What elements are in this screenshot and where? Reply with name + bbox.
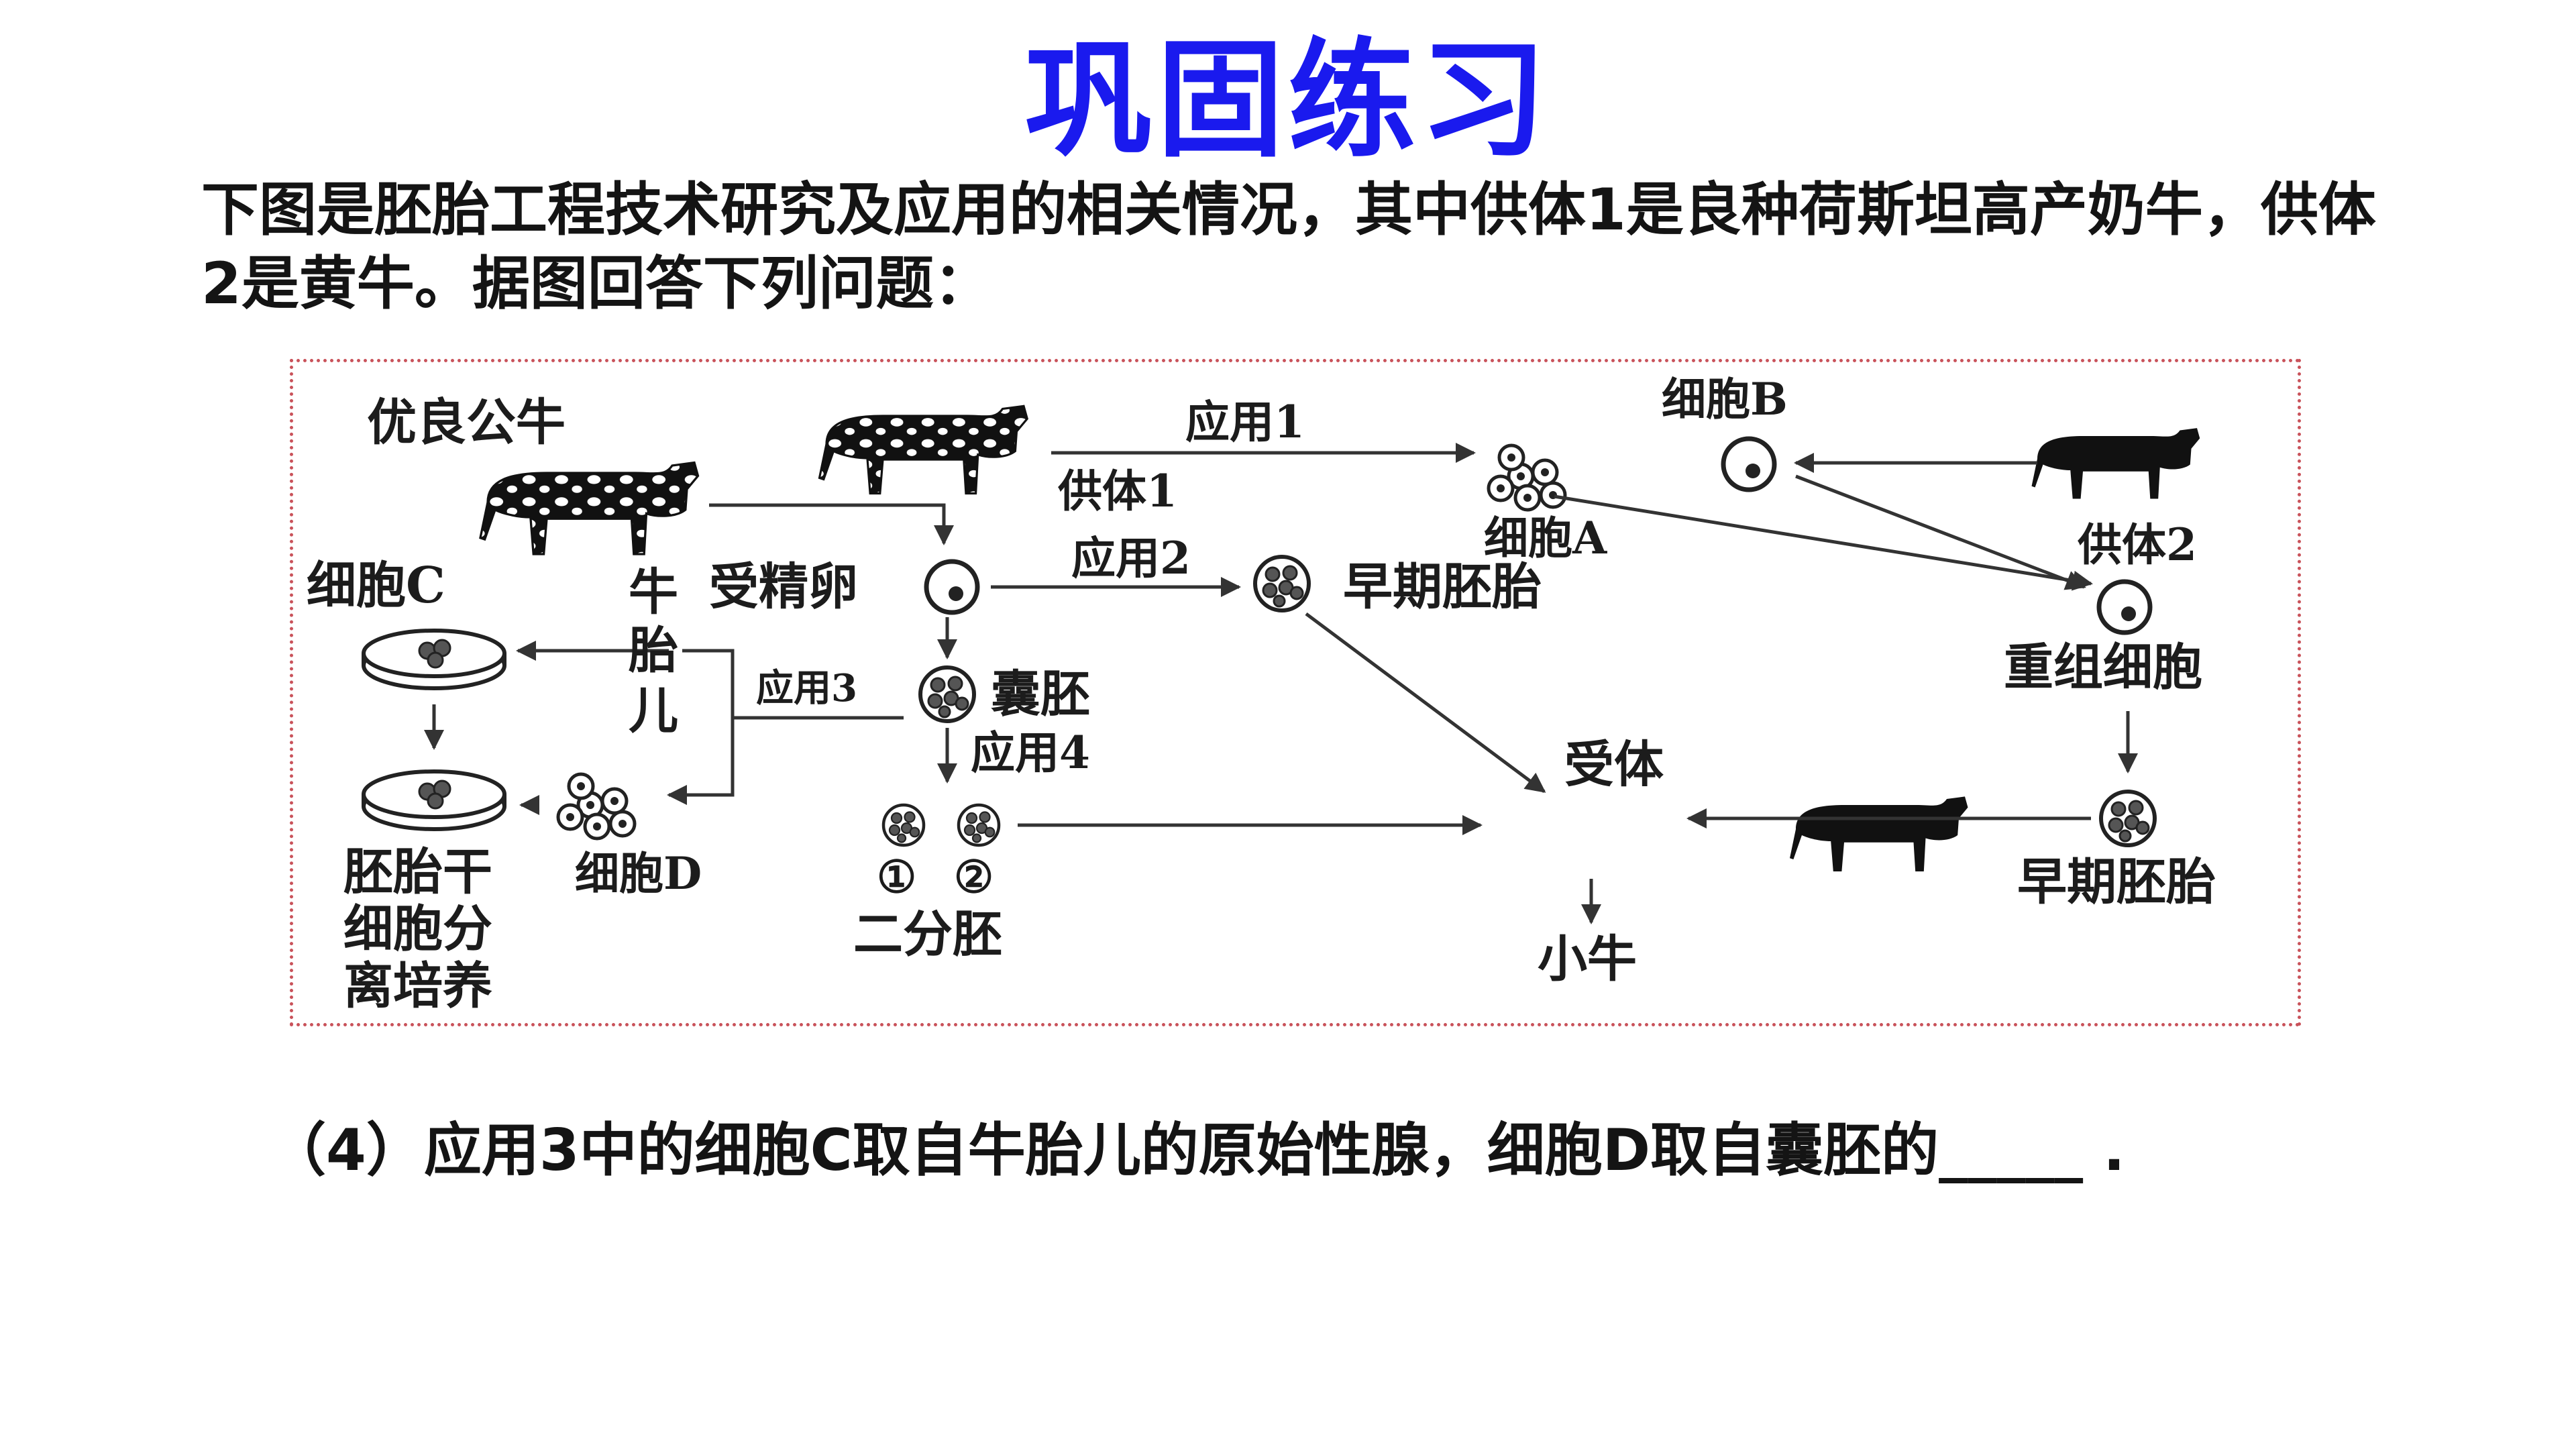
petri-dish-icon: [364, 631, 504, 688]
recombinant-cell-icon: [2099, 582, 2150, 633]
label-two-cell-embryo: 二分胚: [853, 906, 1002, 963]
label-app3: 应用3: [756, 666, 857, 710]
label-recombinant-cell: 重组细胞: [2004, 639, 2202, 696]
label-bull: 优良公牛: [367, 394, 566, 451]
label-embryo-1: ①: [877, 851, 916, 903]
two-cell-embryo-icon: [883, 805, 924, 845]
cell-d-cluster-icon: [558, 774, 635, 839]
label-fertilized-egg: 受精卵: [709, 558, 858, 616]
label-donor2: 供体2: [2078, 519, 2197, 571]
two-cell-embryo-icon: [959, 805, 999, 845]
label-cell-d: 细胞D: [575, 847, 702, 900]
early-embryo-icon: [2101, 792, 2155, 845]
label-blastocyst: 囊胚: [991, 665, 1090, 723]
fertilized-egg-icon: [926, 561, 977, 612]
cell-b-icon: [1723, 439, 1774, 490]
label-embryo-2: ②: [954, 851, 994, 903]
label-stem-cell-culture: 胚胎干: [343, 843, 492, 901]
label-cell-a: 细胞A: [1484, 512, 1607, 564]
cell-a-cluster-icon: [1489, 445, 1565, 510]
label-donor1: 供体1: [1058, 465, 1177, 517]
label-fetus: 胎: [629, 622, 678, 680]
label-stem-cell-culture: 细胞分: [343, 900, 492, 958]
yellow-cattle-icon: [2031, 428, 2200, 499]
page-title: 巩固练习: [1024, 26, 1551, 174]
blastocyst-icon: [920, 667, 974, 721]
early-embryo-icon: [1255, 557, 1309, 610]
label-early-embryo-1: 早期胚胎: [1343, 558, 1542, 616]
dairy-cow-icon: [479, 461, 700, 555]
label-stem-cell-culture: 离培养: [343, 957, 492, 1015]
intro-paragraph: 下图是胚胎工程技术研究及应用的相关情况，其中供体1是良种荷斯坦高产奶牛，供体2是…: [201, 176, 2376, 317]
label-calf: 小牛: [1538, 930, 1637, 988]
label-fetus: 牛: [629, 564, 678, 621]
question-text: （4）应用3中的细胞C取自牛胎儿的原始性腺，细胞D取自囊胚的_____ .: [268, 1117, 2125, 1184]
label-fetus: 儿: [629, 682, 678, 740]
flow-arrows: [424, 443, 2138, 924]
dairy-cow-icon: [818, 405, 1028, 495]
label-app2: 应用2: [1071, 532, 1191, 584]
embryo-engineering-diagram: 优良公牛 供体1 供体2 应用1 应用2 应用3 应用4 细胞A 细胞B 细胞C…: [290, 359, 2301, 1026]
label-cell-b: 细胞B: [1662, 373, 1788, 425]
label-recipient: 受体: [1564, 736, 1664, 794]
label-app4: 应用4: [971, 727, 1090, 779]
label-early-embryo-2: 早期胚胎: [2017, 853, 2216, 911]
recipient-cow-icon: [1790, 796, 1968, 871]
petri-dish-icon: [364, 771, 504, 829]
label-cell-c: 细胞C: [307, 557, 445, 614]
label-app1: 应用1: [1185, 396, 1305, 448]
